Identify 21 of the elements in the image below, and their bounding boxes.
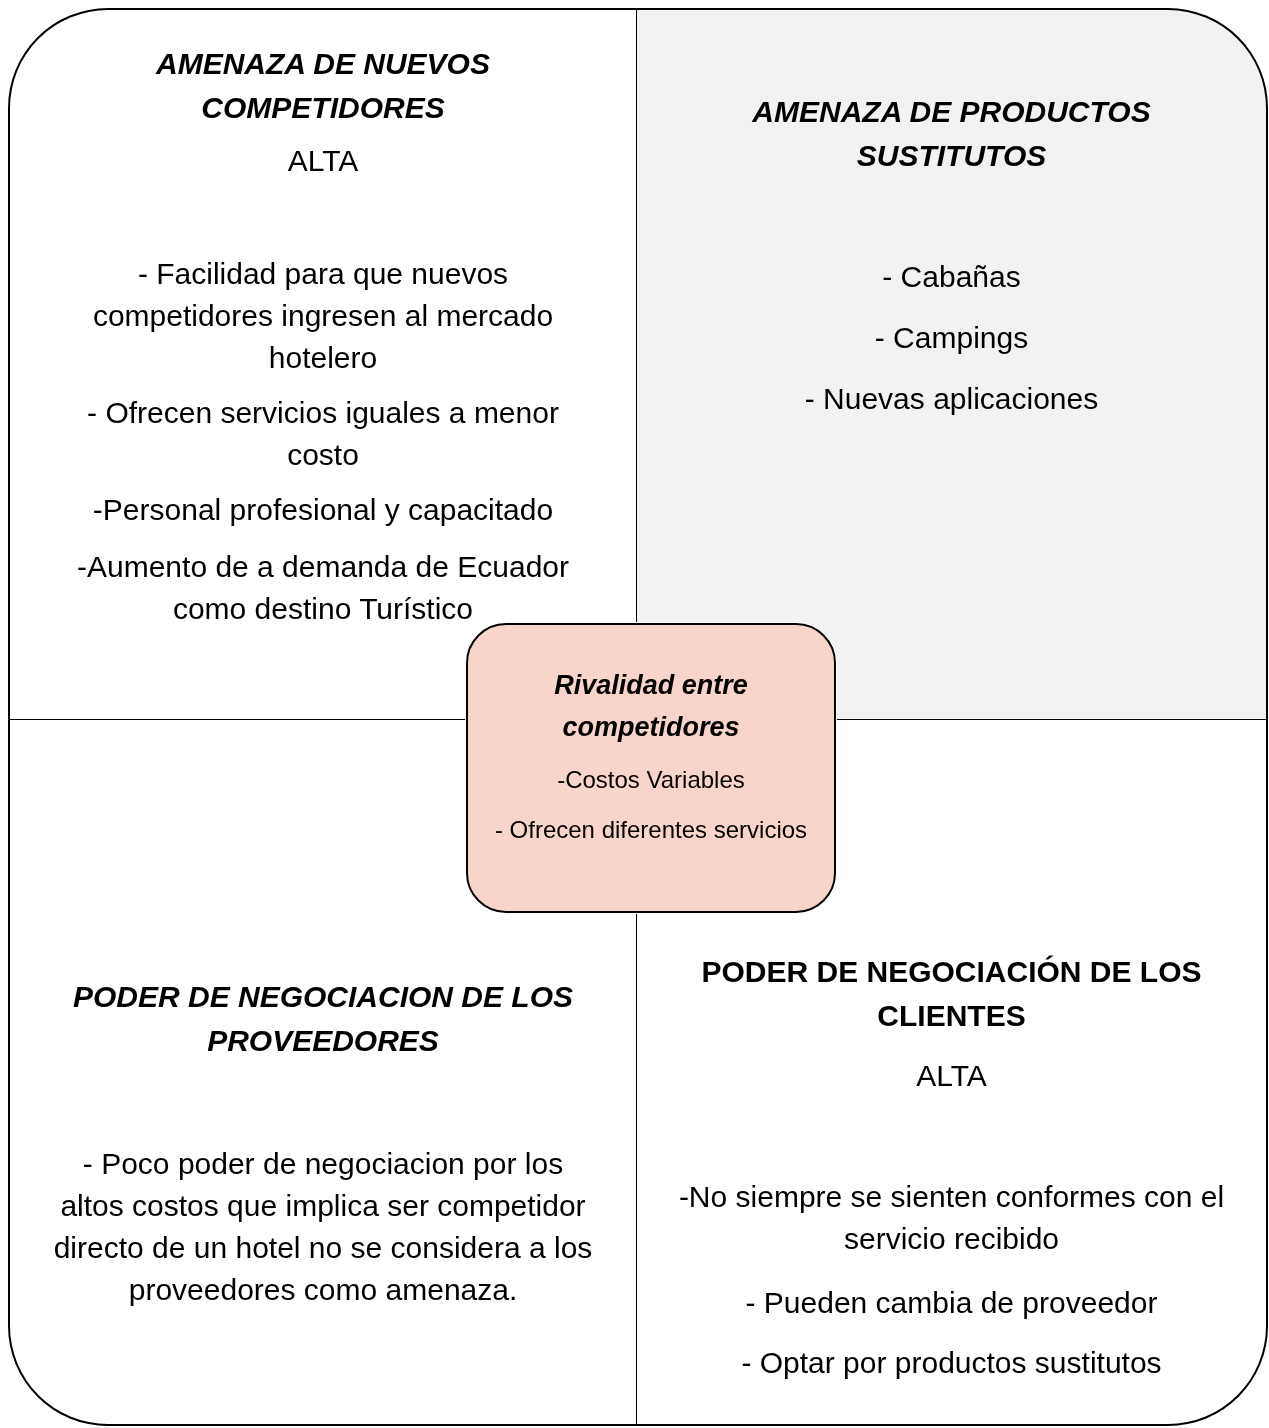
body-text: - Facilidad para que nuevos competidores ingresen al mercado hotelero xyxy=(91,256,555,376)
body-text: -Personal profesional y capacitado xyxy=(91,492,555,528)
box-heading: Rivalidad entre competidores xyxy=(553,669,749,744)
body-text: - Nuevas aplicaciones xyxy=(803,381,1100,417)
quadrant-heading: AMENAZA DE PRODUCTOS SUSTITUTOS xyxy=(751,94,1152,174)
body-text: ALTA xyxy=(286,143,360,179)
body-text: - Ofrecen servicios iguales a menor costo xyxy=(86,395,560,473)
body-text: - Optar por productos sustitutos xyxy=(740,1345,1163,1381)
body-text: - Pueden cambia de proveedor xyxy=(744,1285,1159,1321)
body-text: - Poco poder de negociacion por los altos costos que implica ser competidor directo de un hotel no se considera a los proveedores como amenaza. xyxy=(52,1146,594,1308)
quadrant-heading: PODER DE NEGOCIACIÓN DE LOS CLIENTES xyxy=(700,954,1203,1034)
quadrant-heading: AMENAZA DE NUEVOS COMPETIDORES xyxy=(154,46,491,126)
body-text: -Costos Variables xyxy=(556,765,746,795)
rounded-box xyxy=(466,623,836,913)
body-text: - Campings xyxy=(873,320,1030,356)
body-text: - Cabañas xyxy=(881,259,1022,295)
body-text: ALTA xyxy=(915,1058,988,1094)
body-text: - Ofrecen diferentes servicios xyxy=(493,815,809,845)
body-text: -No siempre se sienten conformes con el servicio recibido xyxy=(677,1179,1226,1257)
quadrant-heading: PODER DE NEGOCIACION DE LOS PROVEEDORES xyxy=(71,979,575,1059)
body-text: -Aumento de a demanda de Ecuador como destino Turístico xyxy=(76,549,570,627)
